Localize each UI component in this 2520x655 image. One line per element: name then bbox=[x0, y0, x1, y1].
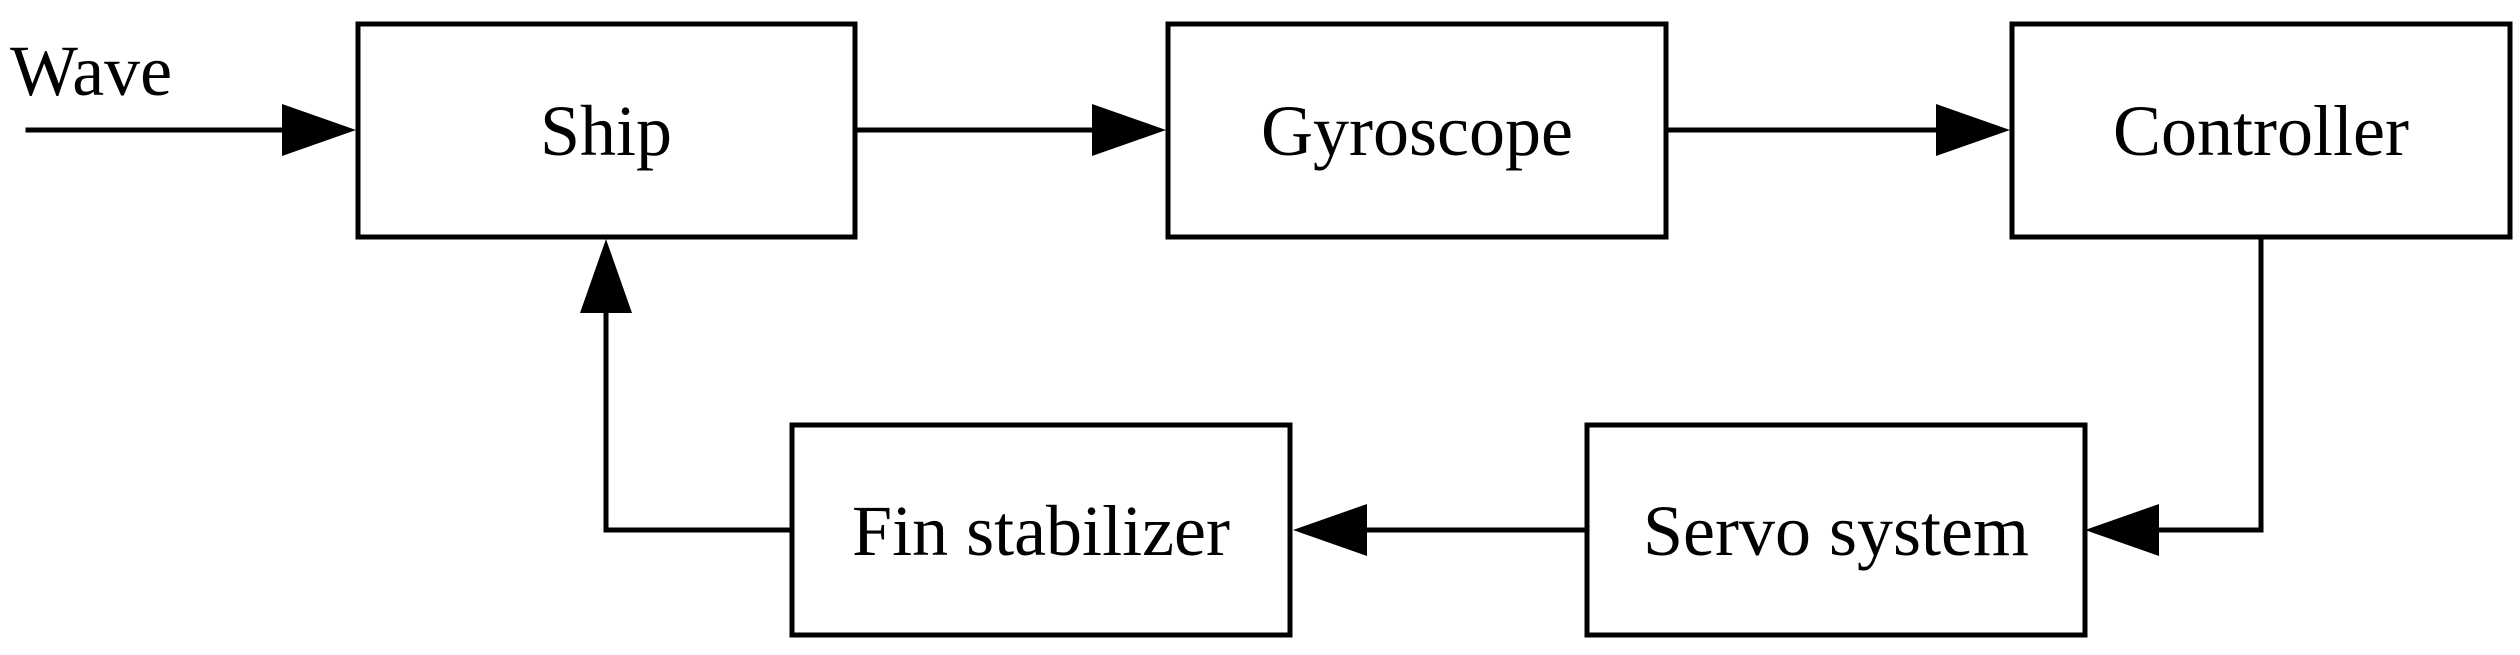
servo-to-fin-arrowhead bbox=[1293, 504, 1367, 556]
servo-system-block: Servo system bbox=[1584, 422, 2088, 638]
ship-to-gyroscope-arrowhead bbox=[1092, 104, 1166, 156]
gyroscope-block: Gyroscope bbox=[1165, 21, 1669, 240]
fin-to-ship-line bbox=[603, 297, 795, 533]
controller-label: Controller bbox=[2113, 91, 2409, 171]
gyroscope-box bbox=[1165, 21, 1669, 240]
servo-system-box bbox=[1584, 422, 2088, 638]
gyroscope-label: Gyroscope bbox=[1261, 91, 1573, 171]
fin-stabilizer-block: Fin stabilizer bbox=[789, 422, 1293, 638]
fin-stabilizer-label: Fin stabilizer bbox=[852, 491, 1230, 571]
controller-to-servo-line bbox=[2137, 234, 2264, 533]
ship-block: Ship bbox=[355, 21, 858, 240]
ship-label: Ship bbox=[540, 91, 672, 171]
gyroscope-to-controller-arrowhead bbox=[1936, 104, 2010, 156]
controller-box bbox=[2009, 21, 2513, 240]
fin-to-ship-arrowhead bbox=[580, 239, 632, 313]
controller-to-servo-arrowhead bbox=[2085, 504, 2159, 556]
wave-input-arrowhead bbox=[282, 104, 356, 156]
servo-system-label: Servo system bbox=[1643, 491, 2029, 571]
controller-block: Controller bbox=[2009, 21, 2513, 240]
wave-input-label: Wave bbox=[10, 31, 172, 111]
